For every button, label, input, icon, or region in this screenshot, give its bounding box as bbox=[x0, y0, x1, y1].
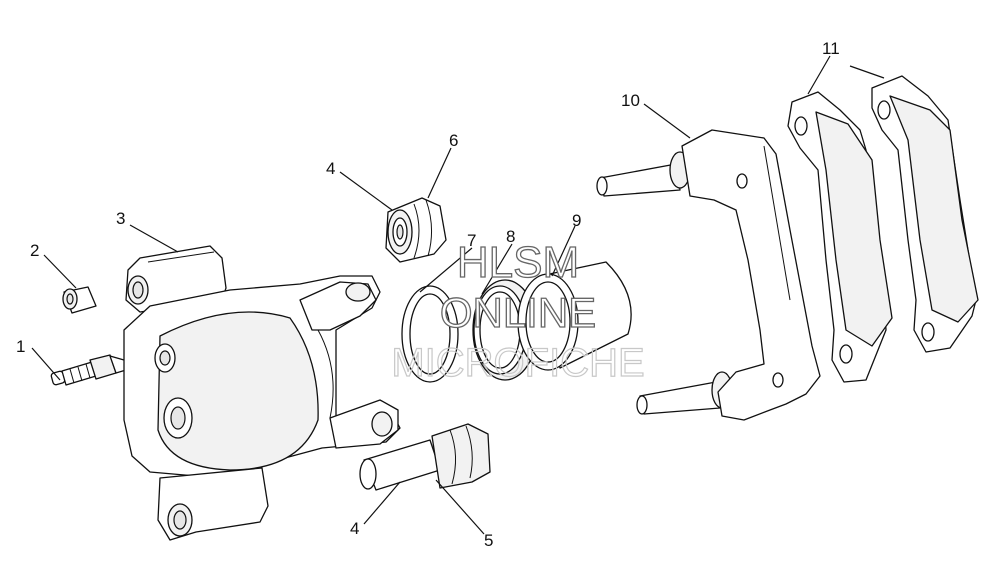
callout-2: 2 bbox=[30, 241, 39, 260]
watermark-line-3: MICROFICHE bbox=[391, 341, 644, 385]
callout-9: 9 bbox=[572, 211, 581, 230]
bleeder-cap bbox=[62, 286, 97, 314]
caliper-body bbox=[123, 245, 401, 541]
caliper-bracket bbox=[596, 129, 821, 421]
dust-seal bbox=[472, 279, 538, 381]
callout-4-upper: 4 bbox=[326, 159, 335, 178]
callout-4-lower: 4 bbox=[350, 519, 359, 538]
callout-5: 5 bbox=[484, 531, 493, 550]
piston bbox=[517, 261, 632, 371]
callout-10: 10 bbox=[621, 91, 640, 110]
upper-pin-boot bbox=[385, 197, 447, 263]
piston-seal bbox=[401, 285, 459, 383]
callout-1: 1 bbox=[16, 337, 25, 356]
callout-7: 7 bbox=[467, 231, 476, 250]
lower-slide-pin bbox=[359, 423, 491, 491]
brake-pad-inner bbox=[787, 91, 893, 383]
watermark-line-2: ONLINE bbox=[440, 289, 596, 336]
watermark: HLSM ONLINE MICROFICHE bbox=[391, 237, 646, 385]
brake-pad-outer bbox=[871, 75, 979, 353]
callout-3: 3 bbox=[116, 209, 125, 228]
watermark-line-1: HLSM bbox=[457, 238, 579, 287]
leader-lines bbox=[31, 55, 885, 535]
bleeder-screw bbox=[50, 354, 127, 386]
callout-11: 11 bbox=[822, 39, 840, 58]
callout-6: 6 bbox=[449, 131, 458, 150]
callout-8: 8 bbox=[506, 227, 515, 246]
callout-labels: 1 2 3 4 6 7 8 9 10 11 4 5 bbox=[16, 39, 840, 550]
